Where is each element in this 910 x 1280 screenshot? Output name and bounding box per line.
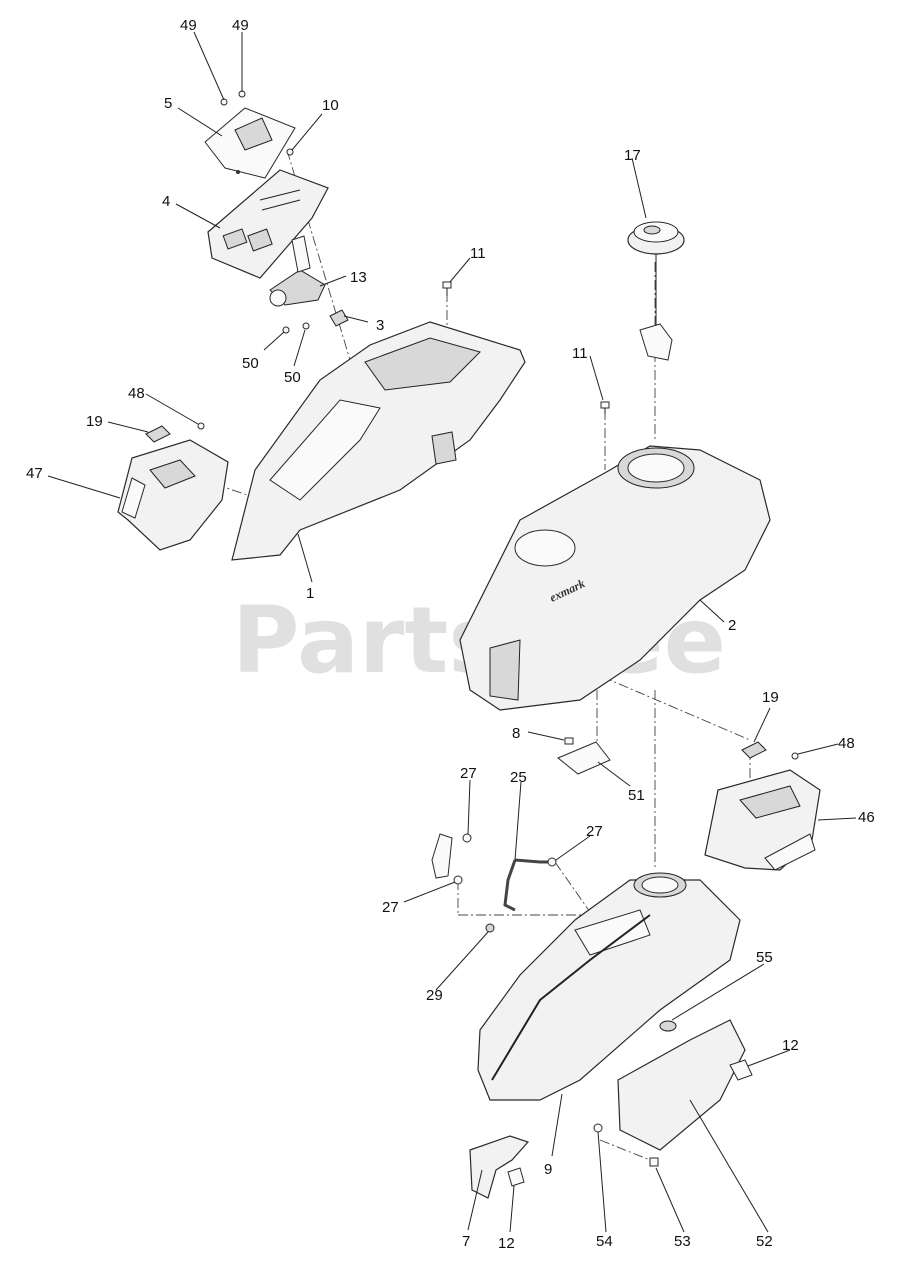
part-25-fuel-line <box>503 859 517 912</box>
part-5-plate <box>204 90 296 179</box>
callout-54: 54 <box>596 1233 613 1250</box>
part-19b-decal <box>741 741 767 759</box>
part-50a-screw <box>282 326 290 334</box>
part-51-bracket <box>557 741 611 775</box>
part-11b-screw <box>600 401 610 414</box>
part-54-nut <box>593 1123 603 1133</box>
part-27c-clamp <box>453 875 463 885</box>
callout-8: 8 <box>512 725 520 742</box>
part-4-console-plate <box>207 169 329 279</box>
part-27a-clamp <box>462 833 472 843</box>
callout-13: 13 <box>350 269 367 286</box>
vent-bracket <box>431 833 453 879</box>
callout-47: 47 <box>26 465 43 482</box>
callout-49b: 49 <box>232 17 249 34</box>
callout-48b: 48 <box>838 735 855 752</box>
callout-7: 7 <box>462 1233 470 1250</box>
part-46-right-cover <box>704 769 821 871</box>
part-3-clip <box>329 309 349 327</box>
part-52-bracket <box>617 1019 746 1151</box>
callout-50a: 50 <box>242 355 259 372</box>
part-11a-screw <box>442 281 452 296</box>
part-50b-screw <box>302 322 310 330</box>
part-13-linkage <box>269 235 326 307</box>
part-17-fuel-cap <box>627 221 685 361</box>
callout-12a: 12 <box>782 1037 799 1054</box>
callout-55: 55 <box>756 949 773 966</box>
callout-11b: 11 <box>572 345 588 362</box>
part-9-fuel-tank <box>477 872 741 1101</box>
part-48a-screw <box>197 422 205 430</box>
callout-19a: 19 <box>86 413 103 430</box>
callout-29: 29 <box>426 987 443 1004</box>
callout-12b: 12 <box>498 1235 515 1252</box>
part-19a-decal <box>145 425 171 443</box>
callout-52: 52 <box>756 1233 773 1250</box>
callout-27c: 27 <box>382 899 399 916</box>
part-7-bracket <box>469 1135 530 1199</box>
part-12b-clip <box>507 1167 525 1187</box>
callout-53: 53 <box>674 1233 691 1250</box>
callout-5: 5 <box>164 95 172 112</box>
callout-17: 17 <box>624 147 641 164</box>
callout-27a: 27 <box>460 765 477 782</box>
part-10-screw <box>286 148 294 156</box>
callout-1: 1 <box>306 585 314 602</box>
part-8-screw <box>564 737 574 745</box>
callout-10: 10 <box>322 97 339 114</box>
leader-lines <box>47 31 857 1233</box>
part-47-left-cover <box>117 439 229 551</box>
callout-27b: 27 <box>586 823 603 840</box>
part-29-fitting <box>485 923 495 933</box>
callout-50b: 50 <box>284 369 301 386</box>
part-2-main-body: exmark <box>459 445 771 711</box>
callout-49a: 49 <box>180 17 197 34</box>
callout-9: 9 <box>544 1161 552 1178</box>
callout-48a: 48 <box>128 385 145 402</box>
part-12a-clip <box>729 1059 753 1081</box>
callout-11a: 11 <box>470 245 486 262</box>
callout-labels: 49 49 5 10 4 13 3 50 50 11 48 19 47 1 17… <box>26 17 875 1252</box>
callout-51: 51 <box>628 787 645 804</box>
part-53-bolt <box>649 1157 659 1167</box>
part-27b-clamp <box>547 857 557 867</box>
callout-4: 4 <box>162 193 170 210</box>
part-48b-screw <box>791 752 799 760</box>
callout-19b: 19 <box>762 689 779 706</box>
callout-3: 3 <box>376 317 384 334</box>
callout-25: 25 <box>510 769 527 786</box>
callout-2: 2 <box>728 617 736 634</box>
part-55-pad <box>659 1020 677 1032</box>
part-1-left-console <box>231 321 526 561</box>
callout-46: 46 <box>858 809 875 826</box>
